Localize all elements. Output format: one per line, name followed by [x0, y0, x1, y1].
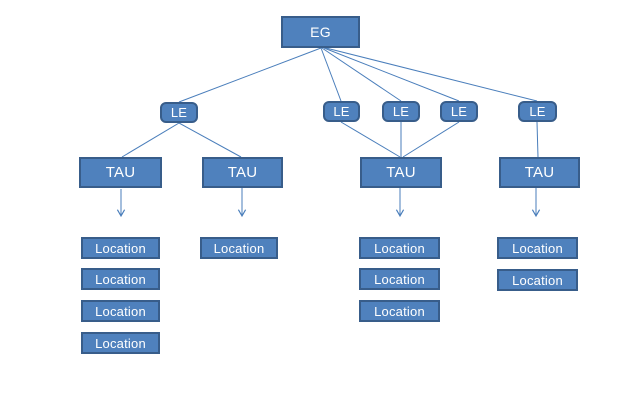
node-loc-4-2: Location: [497, 269, 578, 291]
node-le-2: LE: [323, 101, 360, 122]
node-loc-1-1: Location: [81, 237, 160, 259]
node-loc-4-1: Location: [497, 237, 578, 259]
node-le-5: LE: [518, 101, 557, 122]
node-loc-1-4: Location: [81, 332, 160, 354]
node-le-4: LE: [440, 101, 478, 122]
node-tau-2: TAU: [202, 157, 283, 188]
node-loc-3-3: Location: [359, 300, 440, 322]
node-tau-4: TAU: [499, 157, 580, 188]
node-loc-3-1: Location: [359, 237, 440, 259]
node-loc-1-2: Location: [81, 268, 160, 290]
node-loc-1-3: Location: [81, 300, 160, 322]
node-le-1: LE: [160, 102, 198, 123]
node-loc-3-2: Location: [359, 268, 440, 290]
node-eg: EG: [281, 16, 360, 48]
node-tau-1: TAU: [79, 157, 162, 188]
node-tau-3: TAU: [360, 157, 442, 188]
node-le-3: LE: [382, 101, 420, 122]
node-loc-2-1: Location: [200, 237, 278, 259]
